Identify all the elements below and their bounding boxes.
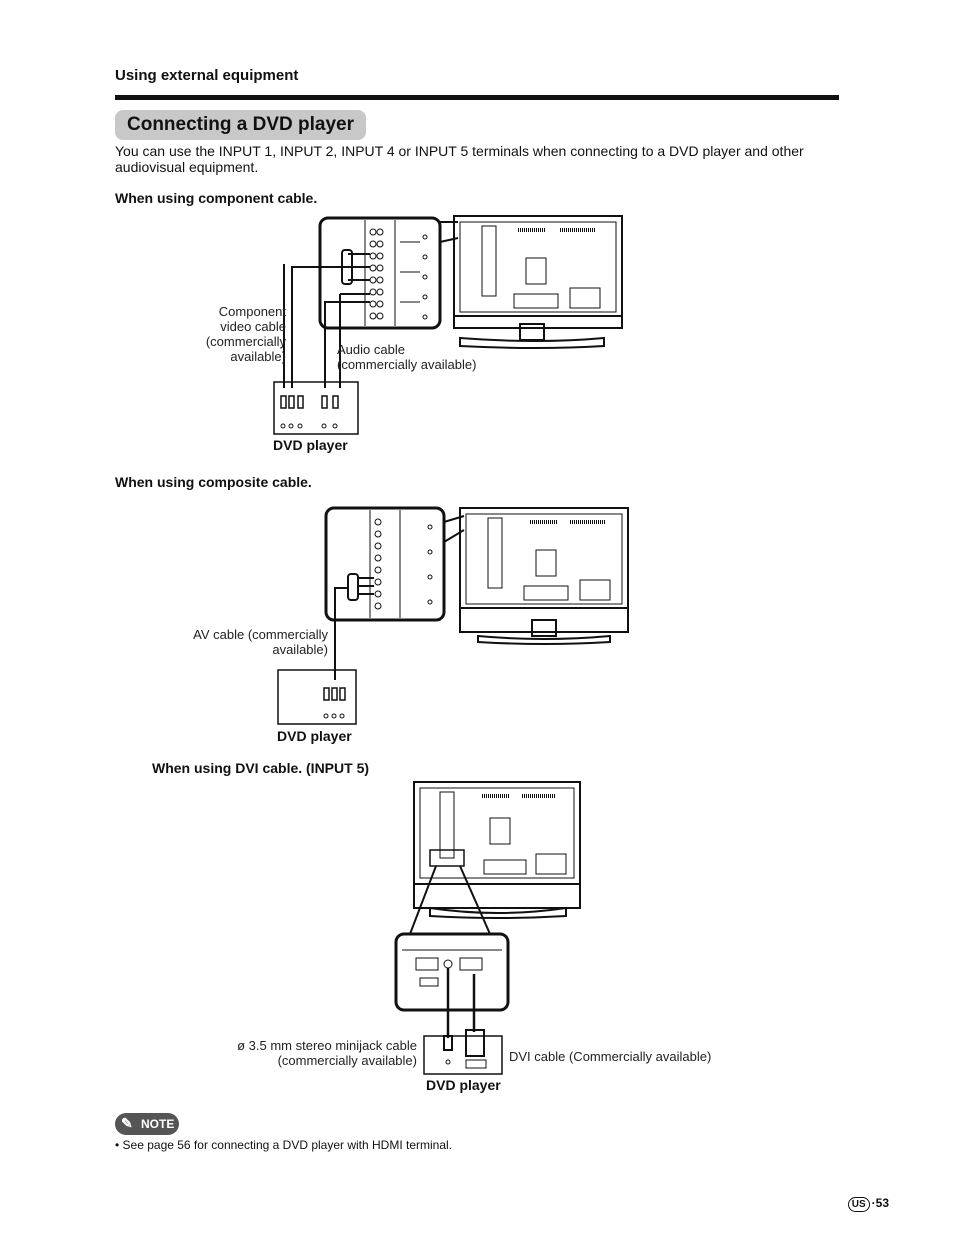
region-badge: US: [847, 1197, 870, 1212]
pencil-icon: ✎: [121, 1115, 133, 1131]
page-title: Connecting a DVD player: [115, 110, 366, 140]
page-number: US·53: [847, 1196, 889, 1212]
dvi-cable-caption: DVI cable (Commercially available): [509, 1049, 712, 1064]
dvi-heading: When using DVI cable. (INPUT 5): [152, 760, 370, 776]
component-diagram: [273, 215, 623, 435]
dvd-player-dvi: [423, 1035, 503, 1075]
dvd-player-component: [273, 381, 359, 435]
header-rule: [115, 95, 839, 100]
terminal-panel-zoom: [318, 216, 442, 330]
component-video-cable-caption: Component video cable (commercially avai…: [205, 304, 286, 364]
tv-back-dvi: [413, 781, 581, 919]
note-text: • See page 56 for connecting a DVD playe…: [115, 1138, 453, 1152]
dvi-diagram: [394, 781, 581, 1075]
dvd-player-label-composite: DVD player: [277, 728, 352, 744]
av-cable-caption: AV cable (commercially available): [193, 627, 328, 657]
note-badge-label: NOTE: [141, 1117, 175, 1131]
component-heading: When using component cable.: [115, 190, 318, 206]
minijack-cable-caption: ø 3.5 mm stereo minijack cable (commerci…: [237, 1038, 417, 1068]
tv-back-composite: [459, 507, 629, 645]
audio-cable-caption: Audio cable (commercially available): [337, 342, 477, 372]
composite-heading: When using composite cable.: [115, 474, 312, 490]
dvd-player-label-component: DVD player: [273, 437, 348, 453]
terminal-panel-zoom-composite: [324, 506, 446, 622]
dvd-player-composite: [277, 669, 357, 725]
terminal-panel-zoom-dvi: [394, 932, 510, 1012]
composite-diagram: [277, 506, 629, 725]
note-badge: ✎ NOTE: [115, 1113, 179, 1135]
intro-paragraph: You can use the INPUT 1, INPUT 2, INPUT …: [115, 143, 804, 175]
tv-back-component: [453, 215, 623, 349]
page-number-text: ·53: [871, 1196, 889, 1210]
section-label: Using external equipment: [115, 67, 299, 84]
dvd-player-label-dvi: DVD player: [426, 1077, 501, 1093]
